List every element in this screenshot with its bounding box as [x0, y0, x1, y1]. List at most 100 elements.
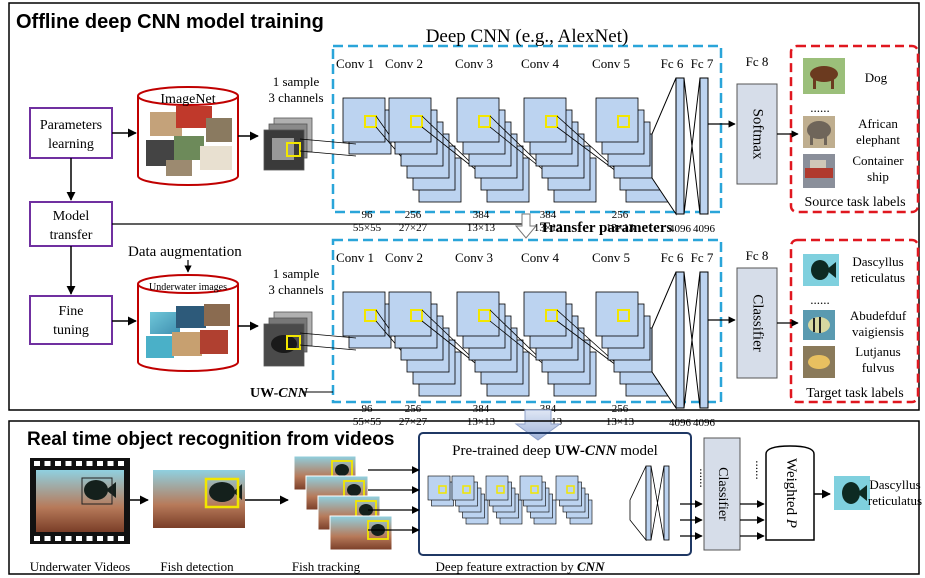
tracked-fish	[347, 484, 361, 496]
weighted-p-box	[765, 445, 815, 541]
step-label-line2: tuning	[53, 323, 89, 338]
fc7-bar	[699, 77, 709, 215]
sprocket-hole	[65, 461, 72, 466]
target-label-2-line1: Abudefduf	[850, 308, 907, 323]
mini-funnel	[629, 465, 647, 542]
target-labels-title: Target task labels	[806, 386, 904, 401]
top-panel-frame	[8, 2, 920, 411]
step-fine-tuning	[29, 295, 113, 345]
bottom-classifier-box	[703, 437, 741, 551]
channel-count: 96	[362, 403, 374, 415]
layer-label: Conv 5	[592, 56, 630, 71]
channel-count: 256	[405, 403, 422, 415]
softmax-box	[736, 83, 778, 185]
mini-fc6	[645, 465, 652, 541]
fc-cross	[683, 271, 701, 409]
pretrained-model-title: Pre-trained deep UW-CNN model	[452, 443, 658, 459]
step-label-line2: learning	[48, 137, 94, 152]
bottom-panel-title: Real time object recognition from videos	[27, 429, 394, 450]
channel-count: 256	[405, 209, 422, 221]
target-label-3-line1: Lutjanus	[855, 344, 901, 359]
classifier-box	[736, 267, 778, 379]
target-label-1-line2: reticulatus	[851, 270, 905, 285]
ship-thumbnail	[803, 154, 835, 188]
kernel-box	[545, 115, 558, 128]
fc6-count: 4096	[669, 417, 692, 429]
imagenet-label: ImageNet	[160, 92, 215, 107]
classifier-label: Classifier	[750, 294, 766, 352]
bottom-panel-frame	[8, 420, 920, 575]
step-label-line2: transfer	[50, 228, 93, 243]
sprocket-hole	[97, 461, 103, 466]
sprocket-hole	[107, 461, 114, 466]
map-size: 13×13	[534, 222, 563, 234]
source-label-elephant-2: elephant	[856, 132, 900, 147]
sprocket-hole	[76, 536, 82, 541]
target-cnn-box	[331, 238, 723, 404]
sprocket-hole	[118, 536, 124, 541]
map-size: 13×13	[606, 416, 635, 428]
source-label-dog: Dog	[865, 70, 888, 85]
source-label-elephant-1: African	[858, 116, 898, 131]
source-cnn-box	[331, 44, 723, 214]
bottom-dots-2: ......	[753, 460, 768, 480]
sprocket-hole	[55, 461, 61, 466]
channels-label-top: 3 channels	[268, 90, 323, 105]
input-connector	[299, 138, 357, 145]
underwater-database	[137, 274, 239, 372]
fc6-bar	[675, 271, 685, 409]
output-label-line1: Dascyllus	[869, 477, 920, 492]
map-size: 27×27	[399, 416, 428, 428]
sprocket-hole	[86, 536, 93, 541]
kernel-box	[410, 309, 423, 322]
layer-label: Conv 1	[336, 250, 374, 265]
fish-tracking-frames	[293, 455, 393, 551]
layer-label: Conv 3	[455, 56, 493, 71]
output-label-line2: reticulatus	[868, 493, 922, 508]
cnn-title: Deep CNN (e.g., AlexNet)	[426, 26, 629, 47]
feature-map	[595, 97, 639, 143]
fc-cross	[683, 77, 701, 215]
softmax-label: Softmax	[750, 109, 766, 160]
map-size: 13×13	[467, 416, 496, 428]
source-labels-title: Source task labels	[804, 195, 905, 210]
elephant-thumbnail	[803, 116, 835, 148]
layer-label: Conv 5	[592, 250, 630, 265]
sprocket-hole	[65, 536, 72, 541]
layer-label: Conv 2	[385, 56, 423, 71]
sample-label-top: 1 sample	[273, 74, 320, 89]
weighted-p-label: Weighted P	[783, 458, 799, 528]
mini-kernel	[566, 485, 575, 494]
video-film-strip	[30, 458, 130, 544]
fc6-label: Fc 6	[661, 56, 684, 71]
kernel-box	[617, 309, 630, 322]
input-sample-bottom	[263, 311, 313, 367]
caption-detection: Fish detection	[160, 559, 234, 574]
source-labels-box	[789, 44, 920, 214]
map-size: 13×13	[606, 222, 635, 234]
tracking-to-model-arrows	[368, 466, 420, 534]
layer-label: Conv 2	[385, 250, 423, 265]
bottom-classifier-label: Classifier	[715, 467, 730, 521]
mini-kernel	[462, 485, 471, 494]
fc7-bar	[699, 271, 709, 409]
sprocket-hole	[76, 461, 82, 466]
target-labels-box	[789, 238, 920, 404]
fc6-count: 4096	[669, 223, 692, 235]
lutjanus-thumbnail	[803, 346, 835, 378]
fc7-count: 4096	[693, 417, 716, 429]
sprocket-hole	[55, 536, 61, 541]
fc6-label: Fc 6	[661, 250, 684, 265]
caption-extraction: Deep feature extraction by CNN	[436, 559, 606, 574]
kernel-box	[364, 309, 377, 322]
mini-kernel	[438, 485, 447, 494]
mini-fc-cross	[650, 465, 665, 541]
fc8-label-bottom: Fc 8	[746, 248, 769, 263]
fc7-label: Fc 7	[691, 250, 714, 265]
fc6-bar	[675, 77, 685, 215]
channel-count: 256	[612, 209, 629, 221]
channel-count: 384	[473, 403, 490, 415]
underwater-label: Underwater images	[149, 282, 227, 293]
map-size: 27×27	[399, 222, 428, 234]
input-sample-top	[263, 117, 313, 171]
